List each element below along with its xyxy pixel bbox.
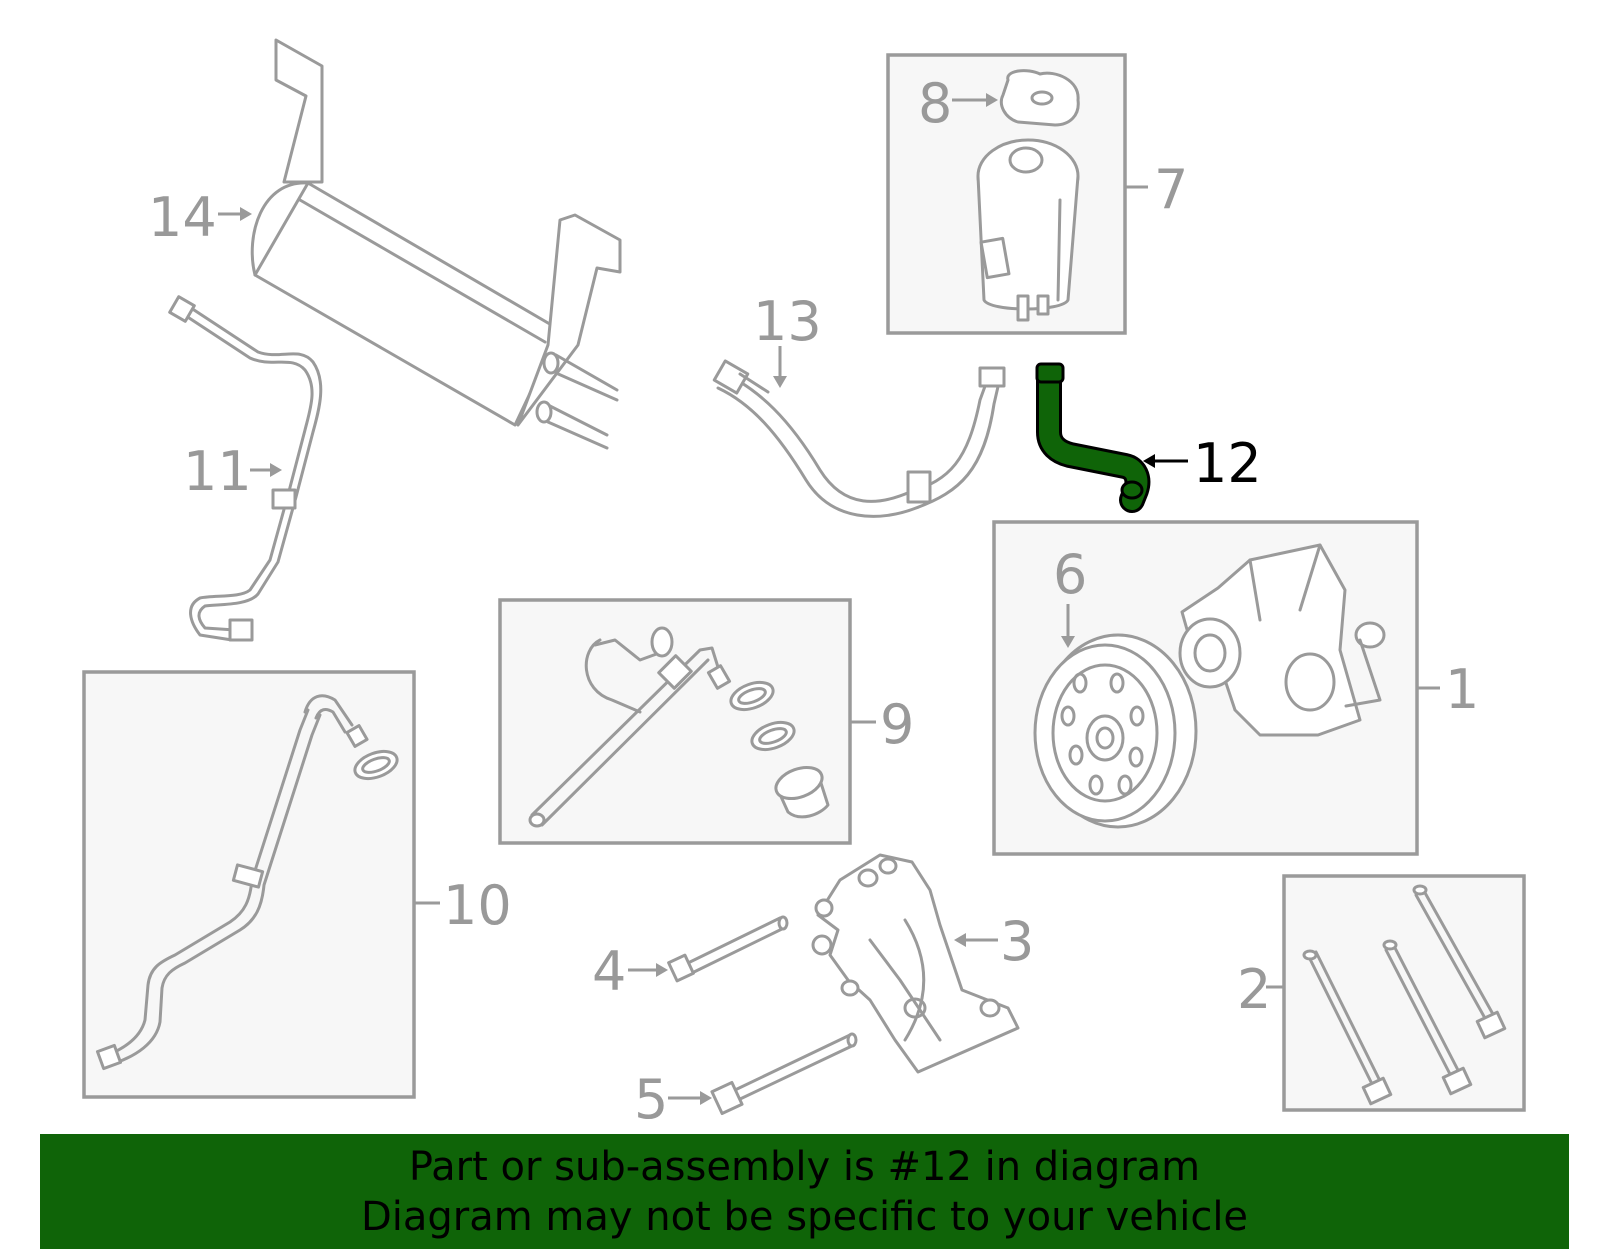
callout-1[interactable]: 1 bbox=[1445, 658, 1479, 721]
callout-8[interactable]: 8 bbox=[918, 72, 952, 135]
banner-line-2: Diagram may not be specific to your vehi… bbox=[360, 1193, 1249, 1240]
box-10-hose[interactable] bbox=[82, 670, 416, 1099]
part-3-bracket[interactable] bbox=[811, 853, 1020, 1074]
callout-14[interactable]: 14 bbox=[148, 186, 217, 249]
callout-13[interactable]: 13 bbox=[753, 290, 822, 353]
callout-11[interactable]: 11 bbox=[183, 440, 252, 503]
callout-12[interactable]: 12 bbox=[1193, 432, 1262, 495]
info-banner: Part or sub-assembly is #12 in diagram D… bbox=[40, 1134, 1569, 1249]
callout-5[interactable]: 5 bbox=[634, 1068, 668, 1131]
part-14-cooler[interactable] bbox=[250, 38, 622, 450]
callout-9[interactable]: 9 bbox=[880, 693, 914, 756]
box-9-line-kit[interactable] bbox=[498, 598, 852, 845]
part-4-bolt[interactable] bbox=[667, 915, 789, 983]
callout-6[interactable]: 6 bbox=[1053, 543, 1087, 606]
box-7-reservoir[interactable] bbox=[886, 53, 1127, 335]
part-5-bolt[interactable] bbox=[710, 1032, 858, 1116]
part-12-hose-highlighted[interactable] bbox=[1035, 362, 1151, 513]
callout-7[interactable]: 7 bbox=[1154, 158, 1188, 221]
box-2-bolts[interactable] bbox=[1282, 874, 1526, 1112]
part-13-hose[interactable] bbox=[712, 359, 1006, 518]
part-11-tube[interactable] bbox=[168, 295, 323, 642]
callout-4[interactable]: 4 bbox=[592, 940, 626, 1003]
callout-3[interactable]: 3 bbox=[1000, 910, 1034, 973]
callout-10[interactable]: 10 bbox=[443, 874, 512, 937]
banner-line-1: Part or sub-assembly is #12 in diagram bbox=[408, 1143, 1201, 1190]
box-1-pump[interactable] bbox=[992, 520, 1419, 856]
callout-2[interactable]: 2 bbox=[1237, 958, 1271, 1021]
